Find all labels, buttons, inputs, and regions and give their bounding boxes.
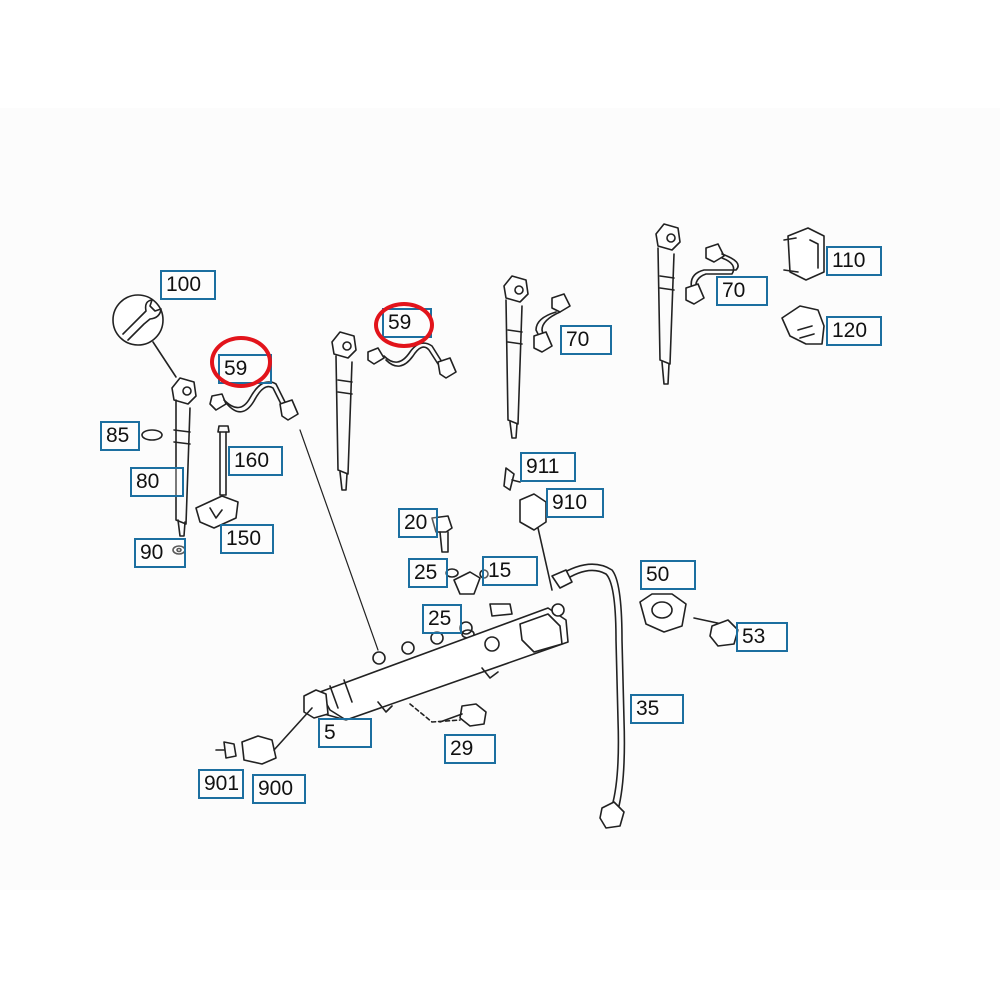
- callout-5: 5: [318, 718, 372, 748]
- callout-90: 90: [134, 538, 186, 568]
- connector-900: [241, 707, 313, 765]
- clip-110: [783, 227, 825, 281]
- clip-120: [781, 305, 825, 345]
- callout-911: 911: [520, 452, 576, 482]
- fuel-rail-5: [303, 603, 569, 721]
- bolt-160: [217, 425, 230, 496]
- injector-1: [171, 377, 197, 537]
- callout-900: 900: [252, 774, 306, 804]
- o-ring-85: [141, 429, 163, 441]
- highlight-ring-59-middle: [374, 302, 434, 348]
- callout-80: 80: [130, 467, 184, 497]
- injector-3: [503, 275, 529, 439]
- callout-70-a: 70: [560, 325, 612, 355]
- wrench-icon: [112, 294, 177, 378]
- callout-85: 85: [100, 421, 140, 451]
- callout-901: 901: [198, 769, 244, 799]
- valve-15: [453, 569, 489, 595]
- highlight-ring-59-left: [210, 336, 272, 388]
- injection-line-59-left: [209, 381, 299, 421]
- clamp-50: [639, 593, 687, 633]
- injection-line-70-a: [533, 293, 571, 353]
- callout-15: 15: [482, 556, 538, 586]
- diagram-background: [0, 108, 1000, 890]
- callout-25-b: 25: [422, 604, 462, 634]
- bolt-53: [693, 617, 739, 647]
- callout-100: 100: [160, 270, 216, 300]
- callout-70-b: 70: [716, 276, 768, 306]
- injector-2: [331, 331, 357, 491]
- clamp-150: [195, 495, 239, 529]
- injector-4: [655, 223, 681, 385]
- callout-53: 53: [736, 622, 788, 652]
- callout-150: 150: [220, 524, 274, 554]
- injection-line-59-middle: [367, 342, 457, 379]
- pressure-sensor-911: [503, 467, 521, 491]
- callout-20: 20: [398, 508, 438, 538]
- callout-160: 160: [228, 446, 283, 476]
- callout-110: 110: [826, 246, 882, 276]
- callout-35: 35: [630, 694, 684, 724]
- callout-910: 910: [546, 488, 604, 518]
- callout-29: 29: [444, 734, 496, 764]
- plug-901: [215, 741, 237, 759]
- connector-910: [519, 493, 553, 591]
- callout-120: 120: [826, 316, 882, 346]
- injection-line-70-b: [685, 243, 739, 305]
- fuel-line-35: [551, 563, 626, 829]
- bolt-29: [409, 703, 487, 727]
- callout-25-a: 25: [408, 558, 448, 588]
- callout-50: 50: [640, 560, 696, 590]
